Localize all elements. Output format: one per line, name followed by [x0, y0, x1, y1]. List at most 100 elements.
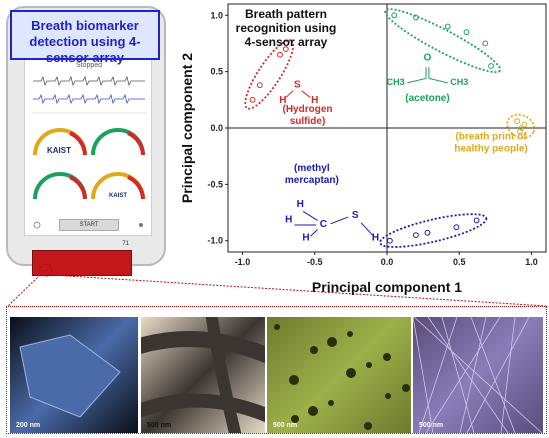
scale-bar-label: 500 nm [147, 422, 172, 429]
mercaptan-bond [310, 229, 318, 237]
nanofiber [466, 316, 530, 434]
y-tick-label: 1.0 [210, 10, 223, 20]
chart-title: 4-sensor array [245, 35, 328, 49]
pore [364, 422, 372, 430]
cluster-ellipse [384, 8, 502, 74]
mercaptan-atom: H [297, 199, 304, 210]
y-tick-label: 0.5 [210, 67, 223, 77]
group-label: (breath print of [456, 131, 528, 142]
group-label: (methyl [294, 163, 330, 174]
data-point [453, 224, 460, 231]
mercaptan-atom: H [372, 233, 379, 244]
h2s-bond [285, 90, 294, 98]
nanofiber [459, 316, 487, 434]
acetone-bond [407, 77, 427, 84]
logo-kaist-2: KAIST [109, 193, 127, 199]
group-label: healthy people) [454, 143, 527, 154]
data-point [517, 128, 523, 135]
h2s-atom: H [279, 95, 286, 106]
nanofiber [427, 316, 509, 434]
pore [274, 324, 280, 330]
data-point [391, 12, 398, 19]
fiber-shape [205, 311, 242, 438]
data-point [277, 51, 283, 58]
pore [383, 353, 391, 361]
micrograph-texture [274, 324, 410, 430]
acetone-atom: CH3 [387, 77, 405, 87]
group-label: (Hydrogen [283, 104, 333, 115]
micrograph-texture [412, 316, 543, 434]
gauge-2-red [127, 131, 145, 156]
smartphone: Stopped KAIST KAIST START Breath bioma [6, 6, 166, 266]
logo-kaist-1: KAIST [47, 146, 71, 155]
x-tick-label: 0.5 [453, 257, 466, 267]
scale-bar-label: 500 nm [419, 422, 444, 429]
data-point [424, 229, 431, 236]
h2s-atom: S [294, 79, 301, 90]
micrograph-texture [133, 311, 275, 438]
start-button[interactable]: START [59, 219, 119, 231]
x-tick-label: 0.0 [381, 257, 394, 267]
x-axis-label: Principal component 1 [312, 279, 462, 295]
mercaptan-bond [330, 216, 349, 225]
connector-left [7, 274, 41, 307]
pore [402, 384, 410, 392]
nanofiber [418, 316, 458, 434]
data-point [444, 23, 451, 30]
pore [310, 346, 318, 354]
mercaptan-atom: H [285, 215, 292, 226]
micrograph-image: 500 nm [133, 311, 275, 438]
micrograph-image: 500 nm [267, 317, 411, 433]
pore [308, 406, 318, 416]
chart-title: recognition using [236, 21, 337, 35]
pore [366, 362, 372, 368]
acetone-atom: O [424, 52, 432, 63]
cluster-ellipse [506, 113, 536, 139]
gauge-2 [91, 128, 145, 156]
mercaptan-atom: S [352, 210, 359, 221]
nanofiber [413, 316, 543, 434]
pore [289, 375, 299, 385]
y-tick-label: -0.5 [207, 179, 223, 189]
y-tick-label: -1.0 [207, 236, 223, 246]
x-tick-label: -1.0 [235, 257, 251, 267]
nanofiber [425, 316, 501, 434]
nanofiber [412, 316, 434, 434]
fiber-shape [133, 331, 275, 365]
mercaptan-atom: C [320, 219, 327, 230]
status-text: Stopped [25, 62, 153, 69]
nanofiber [470, 316, 516, 434]
data-point [488, 63, 494, 69]
gauge-3 [33, 172, 87, 200]
acetone-atom: CH3 [450, 77, 468, 87]
gauge-4-red [127, 175, 145, 200]
data-point [249, 96, 256, 103]
micrograph-texture [19, 334, 121, 418]
group-label: sulfide) [290, 116, 326, 127]
search-icon [33, 221, 41, 229]
signal-trace-1 [33, 75, 145, 87]
chart-title: Breath pattern [245, 7, 327, 21]
nanofiber [500, 316, 516, 434]
phone-title-box: Breath biomarker detection using 4-senso… [10, 10, 160, 65]
gauge-1-red [69, 131, 87, 156]
data-point [386, 237, 393, 244]
cluster-ellipse [244, 39, 295, 110]
data-point [518, 125, 525, 131]
phone-screen: Stopped KAIST KAIST START [24, 56, 152, 236]
signal-trace-2 [33, 93, 145, 105]
mercaptan-bond [360, 222, 373, 236]
h2s-bond [301, 90, 311, 98]
sensor-board: 71 [32, 241, 132, 276]
pore [328, 400, 334, 406]
data-point [413, 14, 419, 21]
data-point [413, 232, 419, 238]
data-point [482, 40, 489, 47]
h2s-atom: H [311, 95, 318, 106]
mercaptan-atom: H [302, 233, 309, 244]
x-tick-label: -0.5 [307, 257, 323, 267]
